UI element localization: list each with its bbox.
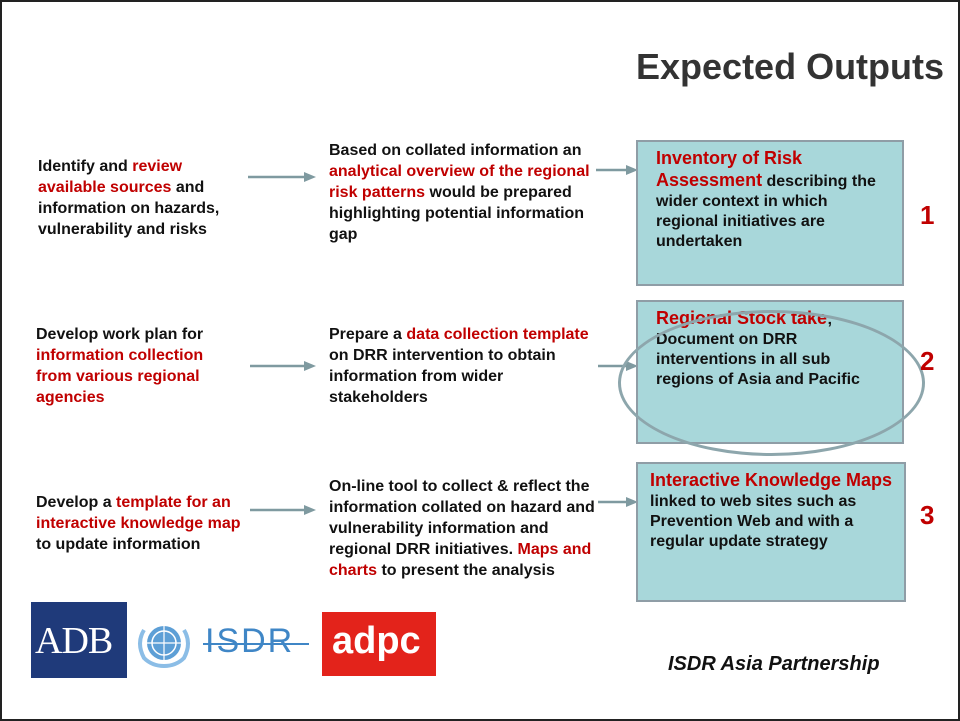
output-box-1: Inventory of Risk Assessment describing …	[636, 140, 904, 286]
row1-step2-a: Based on collated information an	[329, 142, 582, 159]
row2-step1-text: Develop work plan for information collec…	[36, 324, 236, 408]
adpc-logo-text: adpc	[332, 620, 421, 662]
adpc-logo: adpc	[322, 612, 436, 676]
row1-step2-c: would be prepared highlighting potential…	[329, 184, 585, 243]
highlight-ellipse	[618, 310, 925, 456]
output-number-3: 3	[920, 500, 935, 530]
row3-step2-text: On-line tool to collect & reflect the in…	[329, 476, 595, 581]
output-number-1: 1	[920, 200, 935, 230]
row3-arrow-1	[250, 505, 316, 515]
row3-step1-c: to update information	[36, 536, 201, 553]
row2-step2-highlight: data collection template	[406, 326, 589, 343]
row3-step2-a: On-line tool to collect & reflect the in…	[329, 478, 595, 558]
row1-step1-text: Identify and review available sources an…	[38, 156, 248, 240]
row3-step2-highlight: Maps and charts	[329, 541, 592, 579]
isdr-logo-line	[203, 643, 309, 645]
output3-body: linked to web sites such as Prevention W…	[650, 493, 857, 550]
isdr-logo: ISDR	[203, 618, 311, 668]
row2-step2-a: Prepare a	[329, 326, 407, 343]
row3-arrow-2	[598, 497, 638, 507]
isdr-logo-text: ISDR	[205, 622, 295, 660]
output1-body: describing the wider context in which re…	[656, 173, 876, 250]
row2-step2-text: Prepare a data collection template on DR…	[329, 324, 599, 408]
row3-step1-highlight: template for an interactive knowledge ma…	[36, 494, 241, 532]
un-emblem-icon	[138, 626, 190, 668]
row3-step1-a: Develop a	[36, 494, 117, 511]
row1-step1-highlight: review available sources	[38, 158, 183, 196]
slide-title: Expected Outputs	[636, 46, 945, 87]
output-number-2: 2	[920, 346, 935, 376]
row1-step2-text: Based on collated information an analyti…	[329, 140, 599, 245]
row2-step2-c: on DRR intervention to obtain informatio…	[329, 347, 556, 406]
row2-step1-a: Develop work plan for	[36, 326, 204, 343]
row1-step2-highlight: analytical overview of the regional risk…	[329, 163, 590, 201]
row2-arrow-1	[250, 361, 316, 371]
row1-step1-a: Identify and	[38, 158, 133, 175]
row3-step1-text: Develop a template for an interactive kn…	[36, 492, 256, 555]
row3-step2-c: to present the analysis	[377, 562, 555, 579]
output1-heading: Inventory of Risk Assessment	[656, 148, 803, 190]
footer-text: ISDR Asia Partnership	[668, 653, 880, 675]
row1-arrow-2	[596, 165, 638, 175]
row2-step1-highlight: information collection from various regi…	[36, 347, 204, 406]
output3-heading: Interactive Knowledge Maps	[650, 470, 893, 490]
output-box-3: Interactive Knowledge Maps linked to web…	[636, 462, 906, 602]
adb-logo: ADB	[31, 602, 127, 678]
row1-arrow-1	[248, 172, 316, 182]
row1-step1-c: and information on hazards, vulnerabilit…	[38, 179, 220, 238]
adb-logo-text: ADB	[35, 620, 113, 662]
